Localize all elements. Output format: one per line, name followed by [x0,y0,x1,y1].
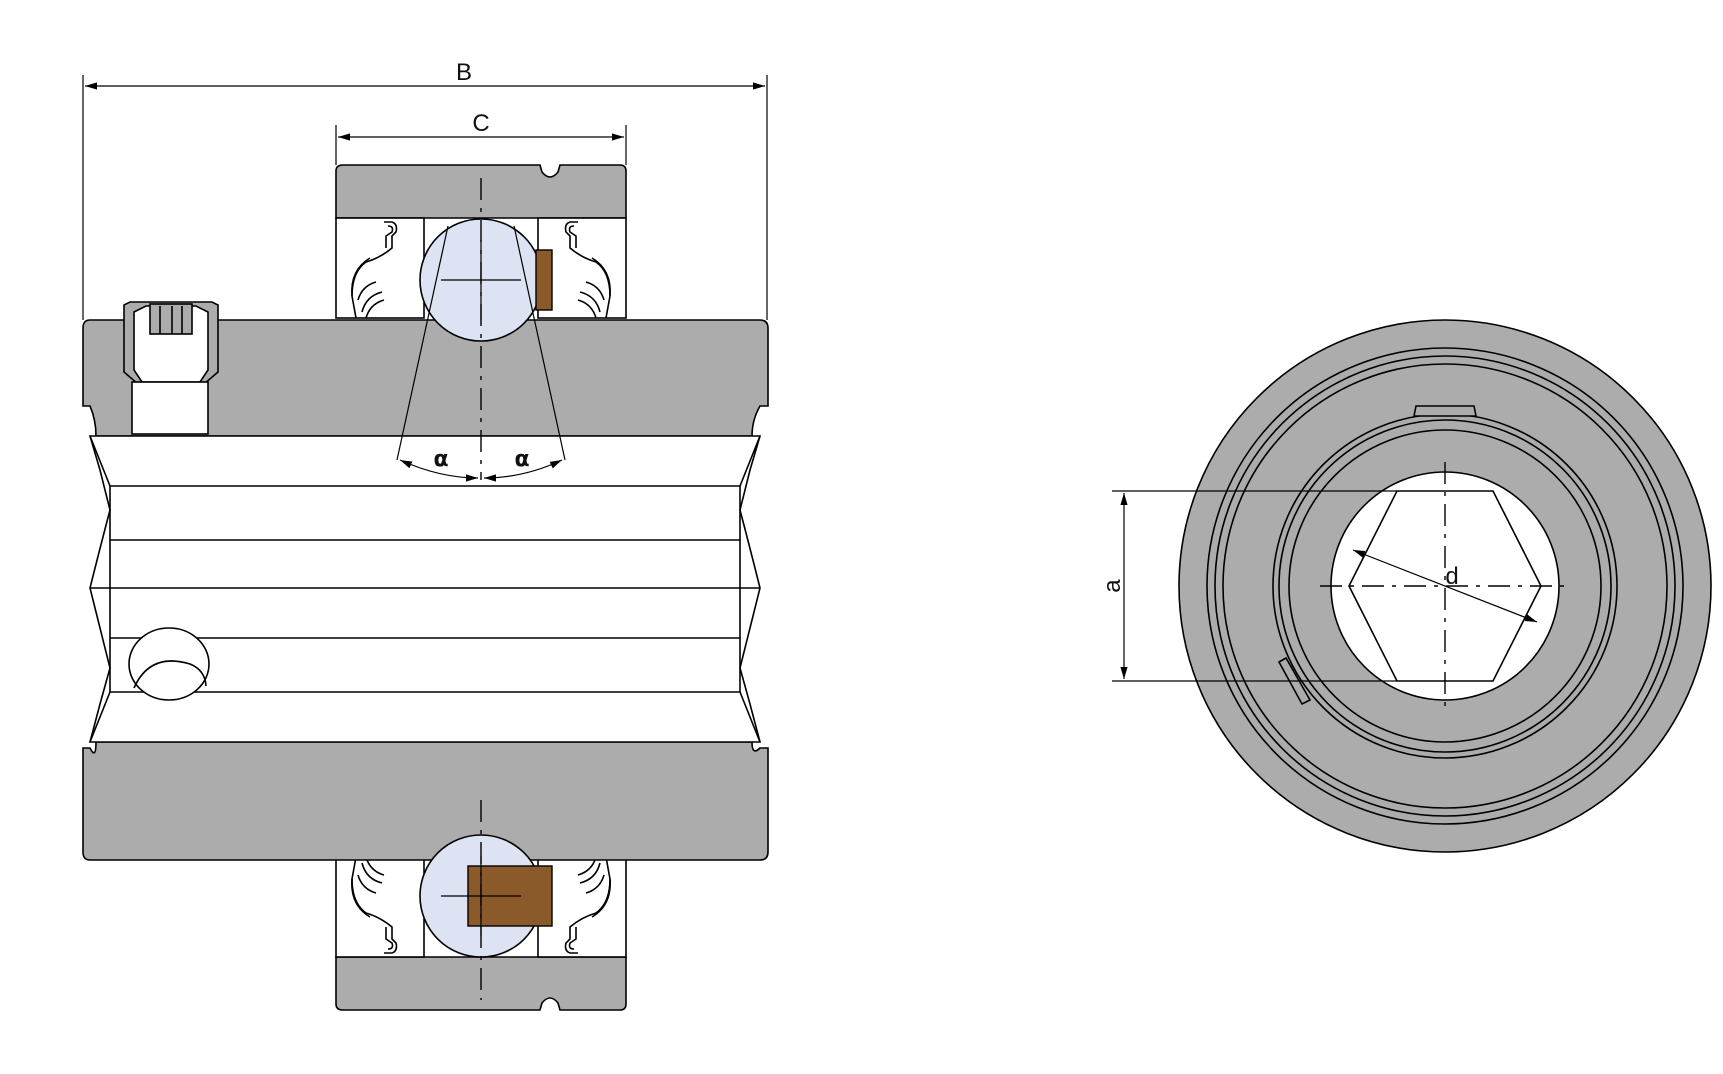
alpha-left-label: α [433,447,448,472]
dimension-c-label: C [472,110,489,137]
screw-hole [128,627,210,701]
dimension-c: C [335,110,627,165]
dimension-d: d [1352,549,1538,623]
dimension-b-label: B [456,59,472,86]
set-screw [123,301,219,435]
contact-angle: α α [396,225,566,482]
seal-bottom-right [564,856,611,954]
seal-top-left [351,221,398,319]
front-view: d a [1099,319,1712,853]
hex-bore-section [88,435,762,743]
dimension-a: a [1099,490,1397,682]
cage-top [535,249,553,311]
alpha-right-label: α [514,447,529,472]
dimension-d-label: d [1445,563,1458,590]
inner-ring-bottom [82,741,769,861]
dimension-a-label: a [1099,579,1126,593]
section-view: B C [82,59,769,1011]
seal-top-right [564,221,611,319]
dimension-b: B [82,59,768,320]
